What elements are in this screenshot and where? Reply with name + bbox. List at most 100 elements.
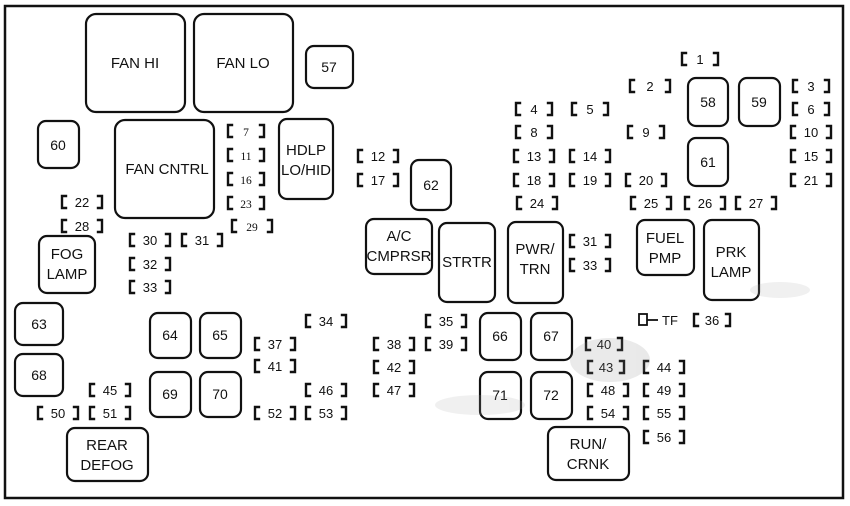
relay-fan-lo: FAN LO bbox=[192, 12, 295, 114]
mini-relay-59: 59 bbox=[737, 76, 782, 128]
mini-relay-65: 65 bbox=[198, 311, 243, 360]
fuse-slot-7: 7 bbox=[226, 123, 266, 139]
fuse-bracket-left bbox=[692, 312, 700, 328]
relay-label: FAN CNTRL bbox=[125, 161, 208, 178]
fuse-label: 32 bbox=[143, 257, 157, 272]
fuse-slot-35: 35 bbox=[424, 313, 468, 329]
fuse-bracket-left bbox=[626, 124, 634, 140]
fuse-label: 13 bbox=[527, 149, 541, 164]
fuse-bracket-right bbox=[216, 232, 224, 248]
fuse-slot-56: 56 bbox=[642, 429, 686, 445]
fuse-label: 14 bbox=[583, 149, 597, 164]
fuse-label: 38 bbox=[387, 337, 401, 352]
fuse-slot-18: 18 bbox=[512, 172, 556, 188]
relay-label: RUN/ bbox=[570, 436, 607, 453]
fuse-slot-21: 21 bbox=[789, 172, 833, 188]
fuse-slot-30: 30 bbox=[128, 232, 172, 248]
fuse-bracket-left bbox=[586, 382, 594, 398]
relay-label: FUEL bbox=[646, 230, 684, 247]
fuse-slot-6: 6 bbox=[791, 101, 831, 117]
fuse-bracket-left bbox=[568, 257, 576, 273]
fuse-slot-9: 9 bbox=[626, 124, 666, 140]
fuse-bracket-left bbox=[586, 359, 594, 375]
fuse-bracket-right bbox=[660, 172, 668, 188]
fuse-bracket-right bbox=[622, 382, 630, 398]
fuse-label: 11 bbox=[240, 151, 251, 163]
fuse-slot-47: 47 bbox=[372, 382, 416, 398]
mini-relay-label: 61 bbox=[700, 154, 716, 170]
mini-relay-57: 57 bbox=[304, 44, 355, 90]
fuse-label: 36 bbox=[705, 313, 719, 328]
fuse-bracket-right bbox=[712, 51, 720, 67]
fuse-slot-36: 36 bbox=[692, 312, 732, 328]
fuse-slot-24: 24 bbox=[515, 195, 559, 211]
relay-label: CRNK bbox=[567, 456, 610, 473]
relay-prk-lamp: PRK LAMP bbox=[702, 218, 761, 302]
relay-label: STRTR bbox=[442, 254, 492, 271]
fuse-label: 56 bbox=[657, 430, 671, 445]
relay-strtr: STRTR bbox=[437, 221, 497, 304]
fuse-label: 22 bbox=[75, 195, 89, 210]
fuse-bracket-left bbox=[128, 279, 136, 295]
fuse-label: 18 bbox=[527, 173, 541, 188]
fuse-bracket-right bbox=[289, 405, 297, 421]
fuse-label: 8 bbox=[530, 125, 537, 140]
fuse-bracket-left bbox=[226, 123, 234, 139]
fuse-slot-17: 17 bbox=[356, 172, 400, 188]
fuse-bracket-left bbox=[624, 172, 632, 188]
fuse-bracket-left bbox=[586, 405, 594, 421]
fuse-bracket-right bbox=[408, 382, 416, 398]
fuse-label: 44 bbox=[657, 360, 671, 375]
fuse-bracket-right bbox=[551, 195, 559, 211]
relay-label: DEFOG bbox=[80, 457, 133, 474]
fuse-label: 55 bbox=[657, 406, 671, 421]
fuse-label: 2 bbox=[646, 79, 653, 94]
fuse-bracket-right bbox=[96, 218, 104, 234]
fuse-label: 42 bbox=[387, 360, 401, 375]
mini-relay-label: 67 bbox=[543, 328, 559, 344]
fuse-slot-10: 10 bbox=[789, 124, 833, 140]
fuse-bracket-right bbox=[823, 101, 831, 117]
fuse-bracket-left bbox=[372, 359, 380, 375]
fuse-label: 33 bbox=[583, 258, 597, 273]
fuse-slot-28: 28 bbox=[60, 218, 104, 234]
mini-relay-label: 71 bbox=[492, 387, 508, 403]
relay-label: FAN LO bbox=[216, 55, 269, 72]
mini-relay-label: 65 bbox=[212, 327, 228, 343]
fuse-bracket-left bbox=[584, 336, 592, 352]
mini-relay-62: 62 bbox=[409, 158, 453, 212]
fuse-label: 5 bbox=[586, 102, 593, 117]
fuse-bracket-right bbox=[392, 148, 400, 164]
fuse-bracket-right bbox=[678, 405, 686, 421]
fuse-bracket-right bbox=[548, 148, 556, 164]
relay-hdlp-lo-hid: HDLP LO/HID bbox=[277, 117, 335, 201]
fuse-bracket-left bbox=[253, 358, 261, 374]
fuse-bracket-left bbox=[226, 171, 234, 187]
fuse-label: 10 bbox=[804, 125, 818, 140]
relay-label: LAMP bbox=[47, 266, 88, 283]
fuse-bracket-right bbox=[258, 147, 266, 163]
mini-relay-label: 57 bbox=[321, 59, 337, 75]
fuse-bracket-right bbox=[825, 148, 833, 164]
mini-relay-label: 63 bbox=[31, 316, 47, 332]
fuse-bracket-left bbox=[568, 233, 576, 249]
fuse-bracket-right bbox=[258, 171, 266, 187]
fuse-bracket-right bbox=[825, 124, 833, 140]
fuse-slot-2: 2 bbox=[628, 78, 672, 94]
mini-relay-72: 72 bbox=[529, 370, 574, 421]
fuse-bracket-left bbox=[789, 124, 797, 140]
fuse-label: 29 bbox=[246, 222, 258, 234]
fuse-slot-33-left: 33 bbox=[128, 279, 172, 295]
fuse-bracket-left bbox=[424, 313, 432, 329]
fuse-slot-51: 51 bbox=[88, 405, 132, 421]
mini-relay-label: 58 bbox=[700, 94, 716, 110]
fuse-bracket-left bbox=[570, 101, 578, 117]
mini-relay-label: 69 bbox=[162, 386, 178, 402]
fuse-bracket-left bbox=[60, 218, 68, 234]
fuse-label: 20 bbox=[639, 173, 653, 188]
fuse-bracket-right bbox=[678, 429, 686, 445]
fuse-bracket-right bbox=[604, 148, 612, 164]
fuse-label: 39 bbox=[439, 337, 453, 352]
fuse-slot-45: 45 bbox=[88, 382, 132, 398]
fuse-bracket-left bbox=[789, 148, 797, 164]
